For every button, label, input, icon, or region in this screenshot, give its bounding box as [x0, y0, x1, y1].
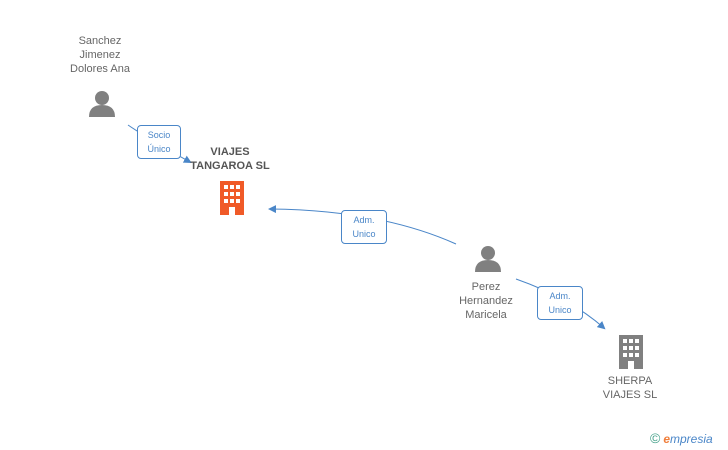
person-icon[interactable] [473, 244, 503, 274]
company-label-sherpa: SHERPA VIAJES SL [602, 375, 658, 401]
person-icon[interactable] [87, 89, 117, 119]
building-icon[interactable] [217, 181, 247, 215]
company-label-viajes-tangaroa: VIAJES TANGAROA SL [190, 146, 270, 172]
empresia-logo: ©empresia [650, 430, 713, 446]
edge-label-adm-unico-sherpa: Adm. Unico [537, 286, 583, 320]
person-label-sanchez: Sanchez Jimenez Dolores Ana [70, 35, 130, 75]
edge-label-socio-unico: Socio Único [137, 125, 181, 159]
edge-label-adm-unico-viajes: Adm. Unico [341, 210, 387, 244]
building-icon[interactable] [616, 335, 646, 369]
person-label-perez: Perez Hernandez Maricela [459, 281, 513, 321]
